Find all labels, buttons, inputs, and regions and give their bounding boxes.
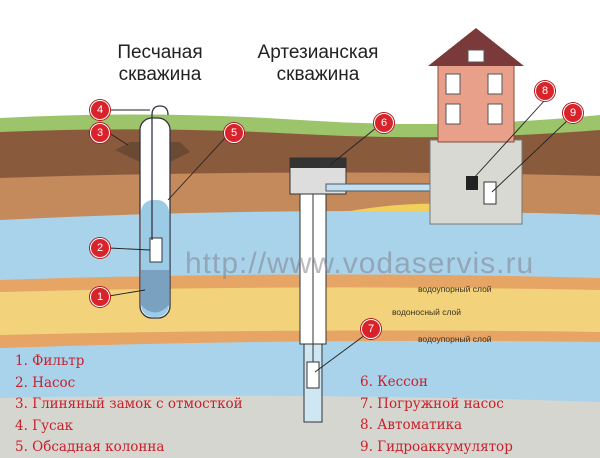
callout-3: 3 [90,123,110,143]
legend-right: 6. Кессон 7. Погружной насос 8. Автомати… [360,372,513,458]
window [445,103,461,125]
legend-item: 7. Погружной насос [360,395,504,412]
submersible-pump [306,361,320,389]
accumulator [483,181,497,205]
window [487,103,503,125]
layer-label-aquiclude: водоупорный слой [418,334,492,344]
legend-item: 2. Насос [15,374,76,391]
bedrock-layer [0,395,600,458]
caisson-top [290,158,346,168]
callout-4: 4 [90,100,110,120]
legend-left: 1. Фильтр 2. Насос 3. Глиняный замок с о… [15,351,243,458]
callout-7: 7 [361,319,381,339]
legend-item: 8. Автоматика [360,417,463,433]
callout-8: 8 [535,81,555,101]
leader-lines [108,99,569,373]
title-line: скважина [276,64,360,85]
title-line: Артезианская [257,42,379,63]
title-line: скважина [118,64,202,85]
legend-item: 6. Кессон [360,374,428,390]
artesian-well-title: Артезианская скважина [238,42,398,86]
layer-label-aquifer: водоносный слой [392,307,462,317]
filter-mesh [141,270,169,313]
gooseneck [151,105,169,240]
automation-box [466,176,478,190]
watermark: http://www.vodaservis.ru [185,247,535,280]
window [467,49,485,63]
window [487,73,503,95]
callout-1: 1 [90,287,110,307]
house-roof [428,28,524,66]
layer-label-aquiclude: водоупорный слой [418,284,492,294]
sand-well-title: Песчаная скважина [105,42,215,86]
title-line: Песчаная [117,42,203,63]
legend-item: 9. Гидроаккумулятор [360,438,513,455]
legend-item: 3. Глиняный замок с отмосткой [15,396,243,412]
window [445,73,461,95]
legend-item: 5. Обсадная колонна [15,439,165,455]
callout-9: 9 [563,103,583,123]
callout-6: 6 [374,113,394,133]
legend-item: 4. Гусак [15,417,74,434]
pump [149,237,163,263]
legend-item: 1. Фильтр [15,353,85,369]
callout-2: 2 [90,238,110,258]
lower-aquifer [0,340,600,405]
callout-5: 5 [224,123,244,143]
